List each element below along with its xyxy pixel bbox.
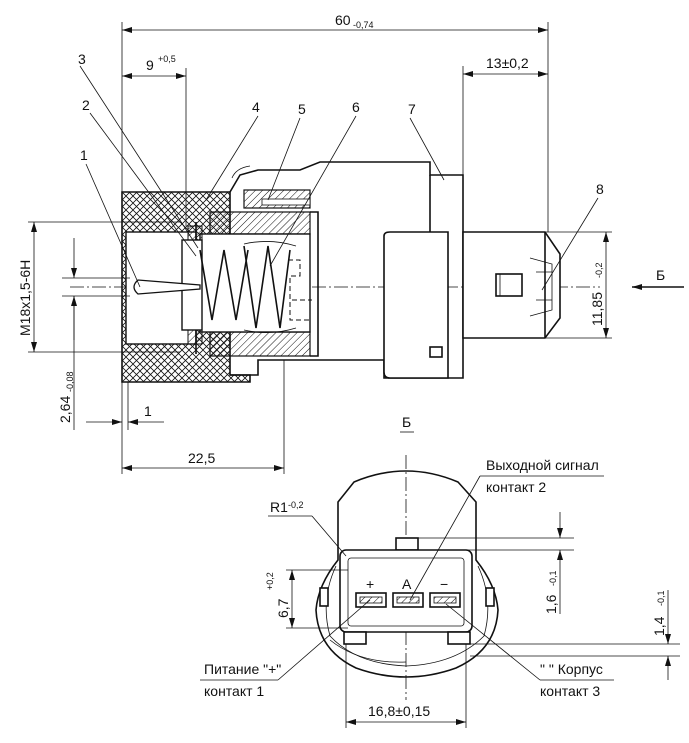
end-view: Б + A − R1 -0,2 — [265, 414, 680, 728]
part-number-4: 4 — [252, 99, 260, 115]
dim-width: 16,8±0,15 — [368, 703, 430, 719]
callout-output-line1: Выходной сигнал — [486, 457, 599, 473]
callout-power-line2: контакт 1 — [204, 683, 264, 699]
section-view-label: Б — [402, 414, 411, 430]
pin-sign-plus: + — [366, 576, 374, 592]
dim-1185-tol: -0,2 — [594, 262, 604, 278]
part-number-5: 5 — [298, 101, 306, 117]
dim-60-tol: -0,74 — [353, 20, 374, 30]
part-number-1: 1 — [80, 147, 88, 163]
spring-small — [199, 249, 249, 321]
pin-sign-signal: A — [402, 576, 412, 592]
pin-sign-minus: − — [440, 576, 448, 592]
dim-thread: M18x1,5-6H — [17, 260, 33, 336]
dim-pin-height-tol: +0,2 — [265, 572, 275, 590]
dim-264: 2,64 — [57, 396, 73, 423]
housing-outline — [315, 470, 499, 678]
dim-14-tol: -0,1 — [656, 590, 666, 606]
part-number-2: 2 — [82, 97, 90, 113]
dim-radius-tol: -0,2 — [288, 500, 304, 510]
callouts: Выходной сигнал контакт 2 Питание "+" ко… — [200, 457, 614, 699]
dim-264-tol: -0,08 — [65, 371, 75, 392]
callout-ground-line2: контакт 3 — [540, 683, 600, 699]
dim-9-tol: +0,5 — [158, 54, 176, 64]
callout-power-line1: Питание "+" — [204, 661, 281, 677]
dim-60: 60 — [335, 12, 351, 28]
right-dimensions: 11,85 -0,2 Б — [545, 231, 684, 339]
contact-pin — [495, 273, 523, 297]
part-leaders — [79, 65, 599, 291]
dim-14: 1,4 — [651, 616, 667, 636]
dim-radius: R1 — [270, 499, 288, 515]
part-number-3: 3 — [78, 51, 86, 67]
dim-9: 9 — [146, 57, 154, 73]
dim-16: 1,6 — [543, 594, 559, 614]
dim-13: 13±0,2 — [486, 55, 529, 71]
left-dimensions: M18x1,5-6H 2,64 -0,08 1 22,5 — [17, 221, 285, 474]
part-number-7: 7 — [408, 101, 416, 117]
dim-1185: 11,85 — [589, 292, 605, 326]
spring-large — [243, 245, 291, 329]
dim-16-tol: -0,1 — [548, 570, 558, 586]
dim-pin-height: 6,7 — [275, 598, 291, 618]
callout-ground-line1: " " Корпус — [540, 661, 603, 677]
dim-225: 22,5 — [188, 450, 215, 466]
part-number-6: 6 — [352, 99, 360, 115]
view-arrow-label: Б — [656, 267, 665, 283]
top-dimensions: 60 -0,74 9 +0,5 13±0,2 — [121, 12, 549, 232]
part-number-8: 8 — [596, 181, 604, 197]
dim-step-1: 1 — [144, 403, 152, 419]
connector-block — [383, 231, 449, 379]
part-number-labels: 3 2 1 4 5 6 7 8 — [78, 51, 604, 197]
callout-output-line2: контакт 2 — [486, 479, 546, 495]
connector-frame — [339, 549, 473, 633]
sectional-view — [70, 161, 600, 383]
plunger — [133, 279, 201, 295]
key-tab — [395, 537, 419, 551]
